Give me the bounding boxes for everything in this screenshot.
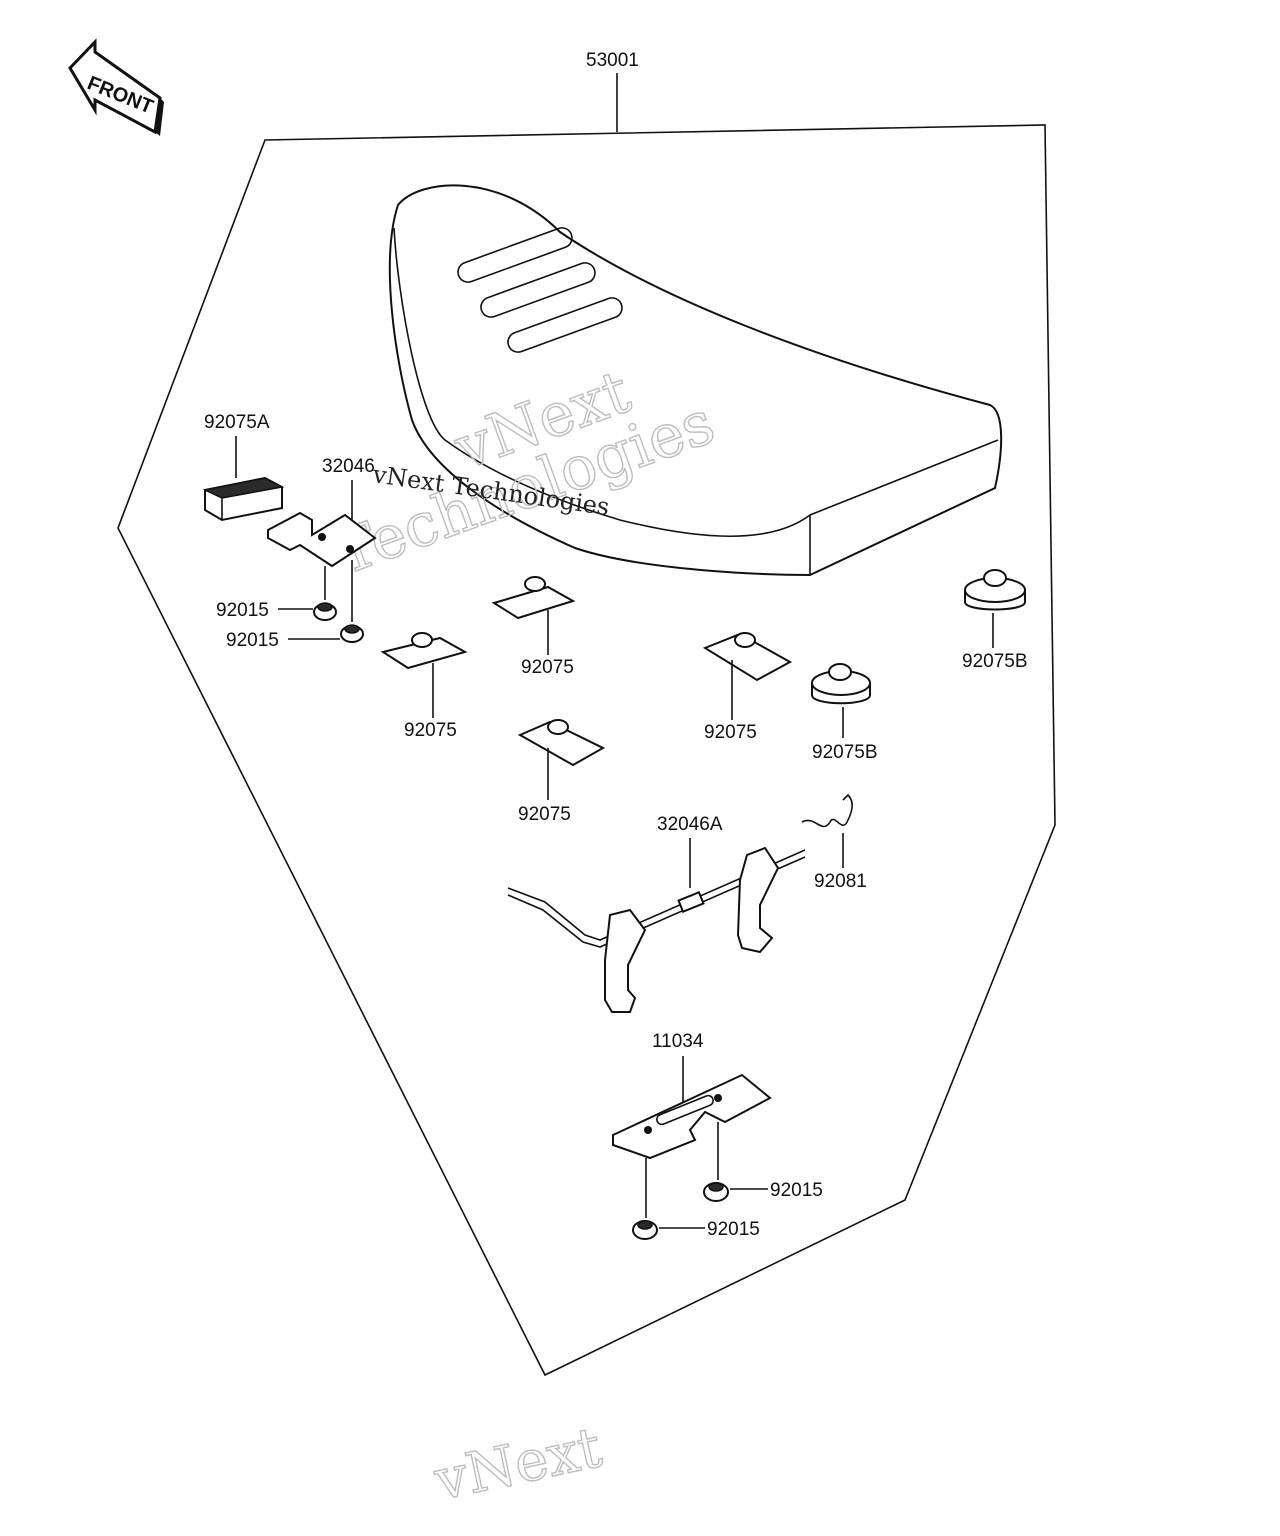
- lock-lever: [507, 846, 806, 1013]
- damper-4: [517, 719, 606, 767]
- front-arrow-icon: FRONT: [68, 38, 164, 136]
- label-92075A: 92075A: [204, 412, 270, 433]
- label-92075-3: 92075: [704, 722, 757, 743]
- label-32046: 32046: [322, 456, 375, 477]
- label-92015-d: 92015: [707, 1219, 760, 1240]
- label-11034: 11034: [652, 1031, 704, 1052]
- base-plate: [612, 1073, 772, 1160]
- seat: [388, 184, 1003, 577]
- label-92075B-2: 92075B: [812, 742, 878, 763]
- damper-2: [491, 576, 576, 620]
- label-92075-1: 92075: [404, 720, 457, 741]
- label-92081: 92081: [814, 871, 867, 892]
- damper-3: [702, 632, 793, 682]
- rubber-band: [202, 476, 285, 522]
- label-92075-4: 92075: [518, 804, 571, 825]
- nut-d: [632, 1220, 658, 1240]
- return-spring: [801, 793, 853, 828]
- nut-a: [313, 602, 337, 621]
- cushion-1: [964, 569, 1026, 611]
- watermark-bottom: vNext: [428, 1415, 607, 1514]
- nut-b: [340, 624, 364, 643]
- label-92015-c: 92015: [770, 1180, 823, 1201]
- label-92075-2: 92075: [521, 657, 574, 678]
- label-92015-b: 92015: [226, 630, 279, 651]
- damper-1: [380, 632, 468, 670]
- assembly-outline: [117, 124, 1056, 1377]
- seat-bracket: [267, 511, 377, 568]
- nut-c: [703, 1182, 729, 1202]
- label-92075B-1: 92075B: [962, 651, 1028, 672]
- label-53001: 53001: [586, 50, 639, 71]
- label-32046A: 32046A: [657, 814, 723, 835]
- label-92015-a: 92015: [216, 600, 269, 621]
- cushion-2: [811, 663, 871, 705]
